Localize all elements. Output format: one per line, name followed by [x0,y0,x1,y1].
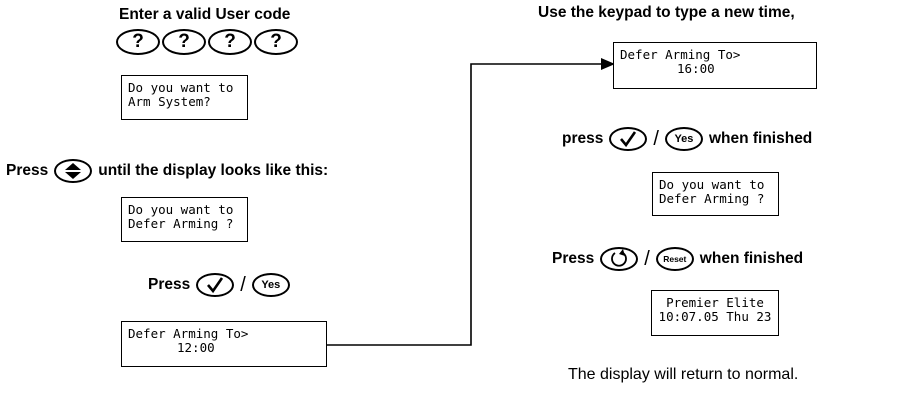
lcd-defer-arming-to-1600: Defer Arming To> 16:00 [613,42,817,89]
lcd-defer-arming-question: Do you want to Defer Arming ? [121,197,248,242]
return-to-normal-text: The display will return to normal. [568,366,799,383]
lcd-line: Do you want to [128,202,234,217]
lcd-line: 16:00 [677,61,715,76]
reset-key: Reset [655,247,694,271]
heading-enter-user-code: Enter a valid User code [119,6,291,23]
slash-separator: / [644,247,650,270]
yes-key: Yes [251,273,290,297]
code-key-3: ? [208,29,252,55]
lcd-arm-system: Do you want to Arm System? [121,75,248,120]
until-display-label: until the display looks like this: [98,162,329,179]
lcd-line: Do you want to [659,177,765,192]
flow-connector-arrow [326,58,615,346]
press-label: Press [6,162,49,179]
code-key-2: ? [162,29,206,55]
code-key-4: ? [254,29,298,55]
slash-separator: / [653,127,659,150]
lcd-line: 10:07.05 Thu 23 [658,309,772,324]
tick-icon [609,127,648,151]
lcd-defer-arming-to-1200: Defer Arming To> 12:00 [121,321,327,367]
press-scroll-instruction: Press until the display looks like this: [6,159,328,183]
lcd-line: Defer Arming To> [620,47,741,62]
when-finished-label: when finished [699,250,804,267]
user-code-keys: ? ? ? ? [116,29,298,55]
lcd-line: 12:00 [177,340,215,355]
lcd-line: Arm System? [128,94,211,109]
yes-key-label: Yes [674,133,694,145]
lcd-defer-arming-question-2: Do you want to Defer Arming ? [652,172,779,216]
yes-key: Yes [664,127,703,151]
lcd-line: Defer Arming ? [128,216,234,231]
press-tick-yes-finished: press / Yes when finished [562,127,812,151]
lcd-line: Premier Elite [666,295,764,310]
press-label: Press [148,276,191,293]
reset-arrow-icon [600,247,639,271]
press-label: press [562,130,604,147]
code-key-1: ? [116,29,160,55]
heading-keypad-new-time: Use the keypad to type a new time, [538,4,795,21]
lcd-line: Defer Arming To> [128,326,249,341]
yes-key-label: Yes [261,279,281,291]
when-finished-label: when finished [708,130,813,147]
lcd-premier-elite: Premier Elite 10:07.05 Thu 23 [651,290,779,336]
press-label: Press [552,250,595,267]
lcd-line: Defer Arming ? [659,191,765,206]
lcd-line: Do you want to [128,80,234,95]
slash-separator: / [240,273,246,296]
press-reset-finished: Press / Reset when finished [552,247,803,271]
reset-key-label: Reset [663,254,687,264]
tick-icon [196,273,235,297]
up-down-scroll-icon [54,159,93,183]
press-yes-instruction: Press / Yes [148,273,290,297]
